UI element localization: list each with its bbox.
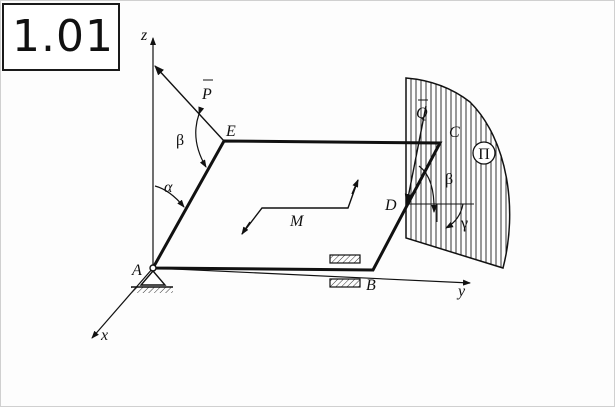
plane-wall bbox=[405, 77, 511, 269]
problem-number-box: 1.01 bbox=[2, 3, 120, 71]
problem-number: 1.01 bbox=[12, 11, 114, 62]
point-d-label: D bbox=[384, 197, 397, 214]
force-q-label: Q bbox=[416, 105, 428, 122]
angle-beta-e-arc bbox=[195, 106, 207, 168]
moment-m-arrow-top bbox=[351, 179, 359, 195]
force-p-label: P bbox=[201, 86, 212, 103]
moment-label: M bbox=[289, 213, 305, 230]
angle-beta-d-label: β bbox=[445, 171, 453, 188]
z-axis-label: z bbox=[140, 27, 148, 44]
moment-m-arrow-bottom bbox=[241, 221, 251, 235]
plane-label: Π bbox=[478, 146, 490, 163]
angle-gamma-arc bbox=[445, 203, 464, 229]
angle-beta-d-arc bbox=[418, 165, 438, 213]
x-axis-label: x bbox=[100, 327, 108, 344]
plate bbox=[150, 139, 443, 272]
y-axis bbox=[152, 267, 471, 286]
point-a-label: A bbox=[131, 262, 142, 279]
x-axis bbox=[91, 267, 154, 339]
force-p-arrow bbox=[154, 65, 225, 142]
point-b-label: B bbox=[366, 277, 376, 294]
angle-beta-e-label: β bbox=[176, 132, 184, 149]
moment-m-symbol bbox=[241, 179, 359, 235]
angle-gamma-label: γ bbox=[460, 215, 468, 232]
y-axis-label: y bbox=[456, 283, 466, 300]
plane-label-circle bbox=[472, 141, 496, 165]
angle-alpha-label: α bbox=[164, 179, 173, 196]
force-q-arrow bbox=[404, 105, 427, 204]
point-e-label: E bbox=[225, 123, 236, 140]
pin-support-a bbox=[131, 264, 173, 293]
angle-alpha-arc bbox=[154, 185, 185, 208]
bearing-support-b bbox=[329, 254, 361, 288]
point-c-label: C bbox=[449, 124, 460, 141]
